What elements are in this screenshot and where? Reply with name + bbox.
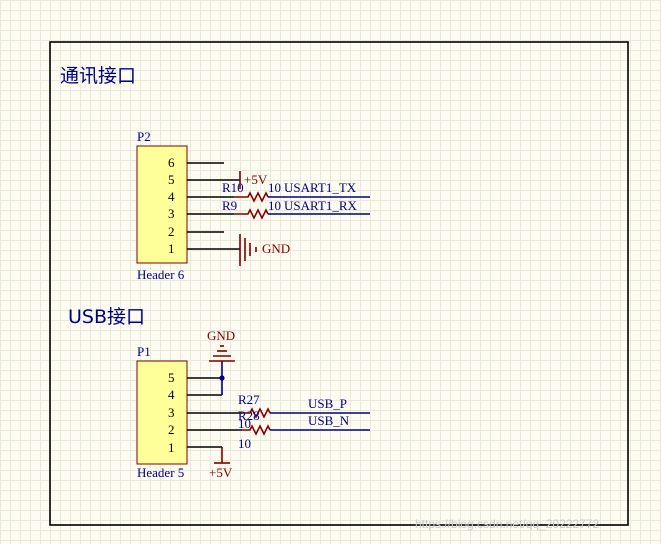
r28-ref: R28	[238, 408, 260, 423]
p1-pin-5: 5	[168, 370, 175, 385]
r27-value: 10	[238, 416, 251, 431]
resistor-r27[interactable]: R27 10	[238, 392, 271, 431]
connector-p1[interactable]: P1 5 4 3 2 1 Header 5	[136, 344, 188, 480]
p1-pin-2: 2	[168, 422, 175, 437]
p2-gnd-label: GND	[262, 241, 290, 256]
p2-body	[136, 145, 188, 264]
p1-pin-leads	[187, 377, 242, 448]
p1-gnd-symbol	[209, 345, 235, 362]
p2-footer: Header 6	[137, 267, 185, 282]
resistor-r9[interactable]: R9 10	[222, 198, 281, 220]
p1-pin-3: 3	[168, 405, 175, 420]
sheet-border	[49, 41, 629, 526]
r27-ref: R27	[238, 392, 260, 407]
net-label-usb-n: USB_N	[308, 413, 350, 428]
net-label-tx: USART1_TX	[284, 180, 357, 195]
r10-ref: R10	[222, 180, 244, 195]
p1-power-label: +5V	[209, 465, 233, 480]
p2-pin-4: 4	[168, 189, 175, 204]
p2-power-label: +5V	[244, 172, 268, 187]
p1-body	[136, 360, 188, 465]
p1-gnd-label: GND	[207, 328, 235, 343]
p2-pin-5: 5	[168, 172, 175, 187]
p1-designator: P1	[137, 344, 151, 359]
resistor-r28[interactable]: R28 10	[238, 408, 271, 451]
p2-power-5v: +5V	[239, 171, 268, 189]
p2-designator: P2	[137, 129, 151, 144]
p2-pin-1: 1	[168, 241, 175, 256]
section-title-usb: USB接口	[68, 306, 145, 328]
net-label-usb-p: USB_P	[308, 396, 347, 411]
p1-power-5v: +5V	[209, 447, 233, 480]
p1-junction-dot	[219, 375, 225, 381]
r9-value: 10	[268, 198, 281, 213]
p2-pin-leads	[187, 162, 240, 250]
p2-pin-2: 2	[168, 224, 175, 239]
section-title-comm: 通讯接口	[60, 65, 136, 87]
watermark: https://blog.csdn.net/qq_20222772	[415, 517, 599, 531]
p1-pin-1: 1	[168, 440, 175, 455]
net-label-rx: USART1_RX	[284, 198, 358, 213]
p1-pin-4: 4	[168, 387, 175, 402]
r28-value: 10	[238, 436, 251, 451]
p1-footer: Header 5	[137, 465, 184, 480]
p2-gnd-symbol	[239, 234, 257, 266]
p2-pin-6: 6	[168, 155, 175, 170]
r9-ref: R9	[222, 198, 237, 213]
resistor-r10[interactable]: R10 10	[222, 180, 281, 203]
r10-value: 10	[268, 180, 281, 195]
p2-pin-3: 3	[168, 206, 175, 221]
connector-p2[interactable]: P2 6 5 4 3 2 1 Header 6	[136, 129, 188, 282]
